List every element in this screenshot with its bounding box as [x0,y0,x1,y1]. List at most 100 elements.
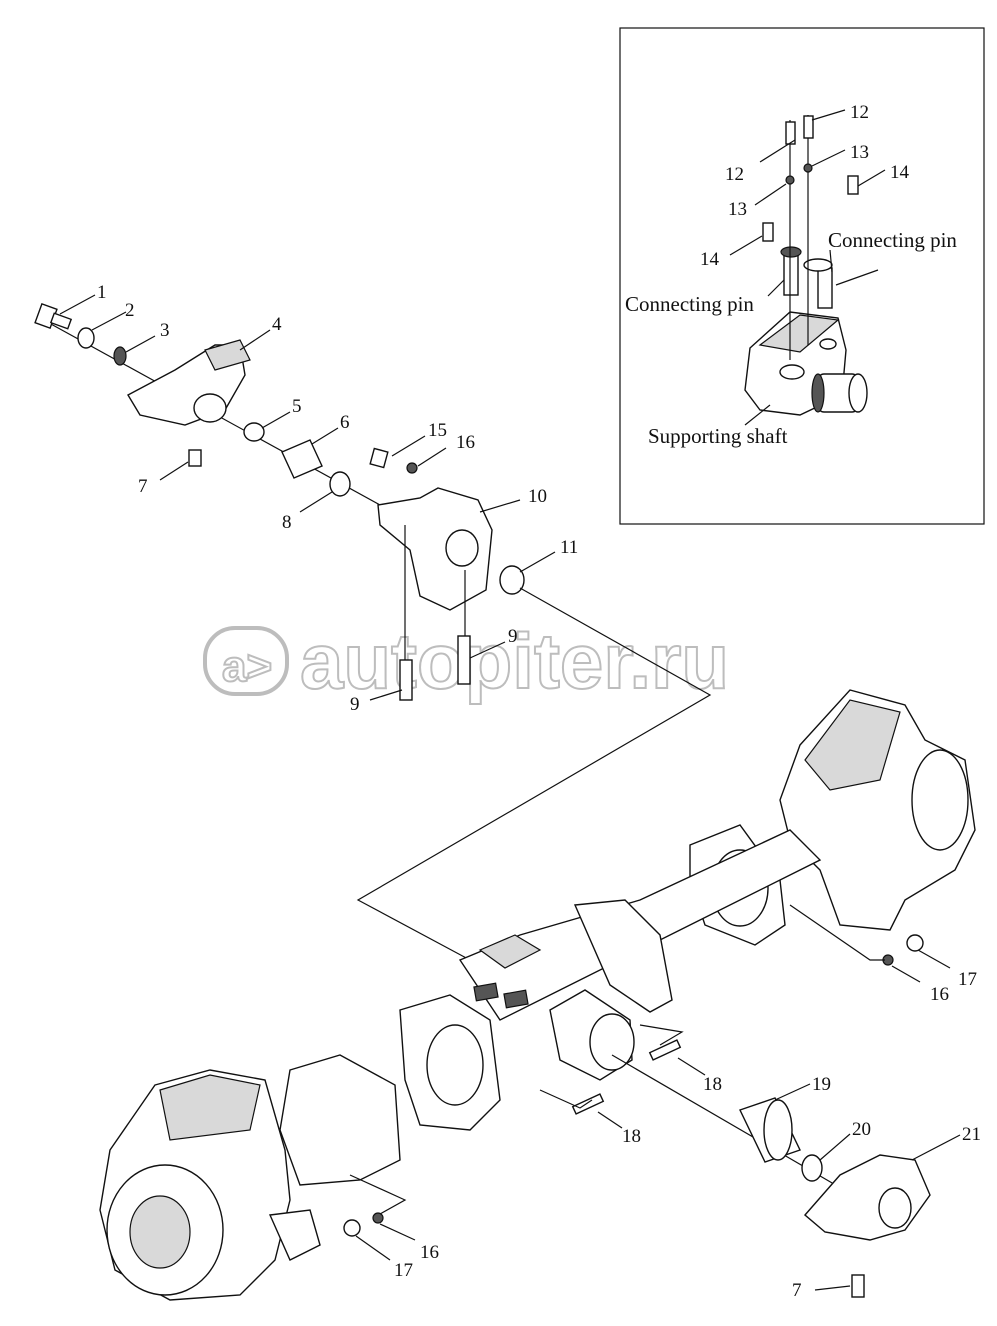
inset-hole [779,364,805,380]
watermark-logo-glyph: a> [222,642,272,691]
inset-hole-2 [819,338,837,350]
callout-18a: 18 [703,1074,722,1095]
callout-6: 6 [340,412,350,433]
callout-9a: 9 [350,694,360,715]
inset-pin-right [817,267,833,309]
washer-3 [113,346,127,366]
inset-pin-left-head [780,246,802,258]
lower-axis [611,1054,871,1206]
callout-5: 5 [292,396,302,417]
bracket-21 [804,1154,931,1241]
right-hub-top [804,699,901,791]
callout-11: 11 [560,537,578,558]
oring-20 [801,1154,823,1182]
callout-17a: 17 [958,969,977,990]
callout-16b: 16 [930,984,949,1005]
inset-bracket-top [758,314,840,353]
inset-supporting-shaft-assembly [744,115,868,416]
pad-a [473,982,499,1002]
left-tube-bracket [279,1054,401,1186]
inset-grease-fitting-14a [762,222,774,242]
inset-bolt-12a [785,121,796,145]
callout-7a: 7 [138,476,148,497]
nut-17b [343,1219,361,1237]
watermark-text: autopiter.ru [300,617,729,705]
stud-18a [648,1039,682,1061]
lower-right-parts [611,1054,931,1298]
callout-12b: 12 [850,102,869,123]
callout-14b: 14 [890,162,910,183]
inset-leaders [729,109,886,426]
right-hub-face [911,749,969,851]
bushing-6 [281,439,323,479]
callout-13a: 13 [728,199,747,220]
upper-leaders [59,294,556,701]
pin-9a [399,659,413,701]
washer-16a [406,462,418,474]
callout-14a: 14 [700,249,720,270]
grease-fitting-7a [188,449,202,467]
callout-9b: 9 [508,626,518,647]
callout-4: 4 [272,314,282,335]
callout-17b: 17 [394,1260,413,1281]
bracket-21-bore [878,1187,912,1229]
bracket-4-bore [193,393,227,423]
center-neck-end [589,1013,635,1071]
pad-b [503,989,529,1009]
callout-7b: 7 [792,1280,802,1301]
center-bracket-plate [573,899,673,1013]
fasteners [343,934,924,1237]
bracket-4-top [204,339,251,371]
oring-8 [329,471,351,497]
left-hub-top [159,1074,261,1141]
support-10-shaft [445,529,479,567]
support-to-housing-leader [356,587,712,961]
washer-16c [372,1212,384,1224]
inset-washer-13b [803,163,813,173]
nut-17a [906,934,924,952]
callout-19: 19 [812,1074,831,1095]
inset-shaft-ring [811,373,825,413]
watermark-logo-icon [203,626,289,696]
callout-16c: 16 [420,1242,439,1263]
bolt-1-thread [49,312,73,330]
label-connecting-pin-left: Connecting pin [625,292,754,316]
callout-3: 3 [160,320,170,341]
oring-5 [243,422,265,442]
support-10 [377,487,493,611]
callout-13b: 13 [850,142,869,163]
inset-pin-left [783,254,799,296]
callout-20: 20 [852,1119,871,1140]
axle-housing [99,689,976,1301]
inset-pin-right-head [803,258,833,272]
callout-1: 1 [97,282,107,303]
callout-21: 21 [962,1124,981,1145]
inset-frame [619,27,985,525]
upper-bracket-assembly [34,302,525,701]
bolt-15 [369,447,389,469]
oring-11 [499,565,525,595]
grease-fitting-7b [851,1274,865,1298]
nut-2 [77,327,95,349]
callout-10: 10 [528,486,547,507]
label-supporting-shaft: Supporting shaft [648,424,788,448]
left-hub-center [129,1195,191,1269]
pin-9b [457,635,471,685]
callout-18b: 18 [622,1126,641,1147]
inset-grease-fitting-14b [847,175,859,195]
callout-15: 15 [428,420,447,441]
label-connecting-pin-right: Connecting pin [828,228,957,252]
watermark: a> autopiter.ru [203,616,730,706]
callout-12a: 12 [725,164,744,185]
callout-8: 8 [282,512,292,533]
left-steering-arm [268,1209,321,1261]
center-pad [478,934,542,969]
stud-18b [571,1093,605,1115]
lower-leaders [349,904,961,1291]
left-flange-bore [426,1024,484,1106]
inset-bolt-12b [803,115,814,139]
inset-washer-13a [785,175,795,185]
inset-shaft-end [848,373,868,413]
